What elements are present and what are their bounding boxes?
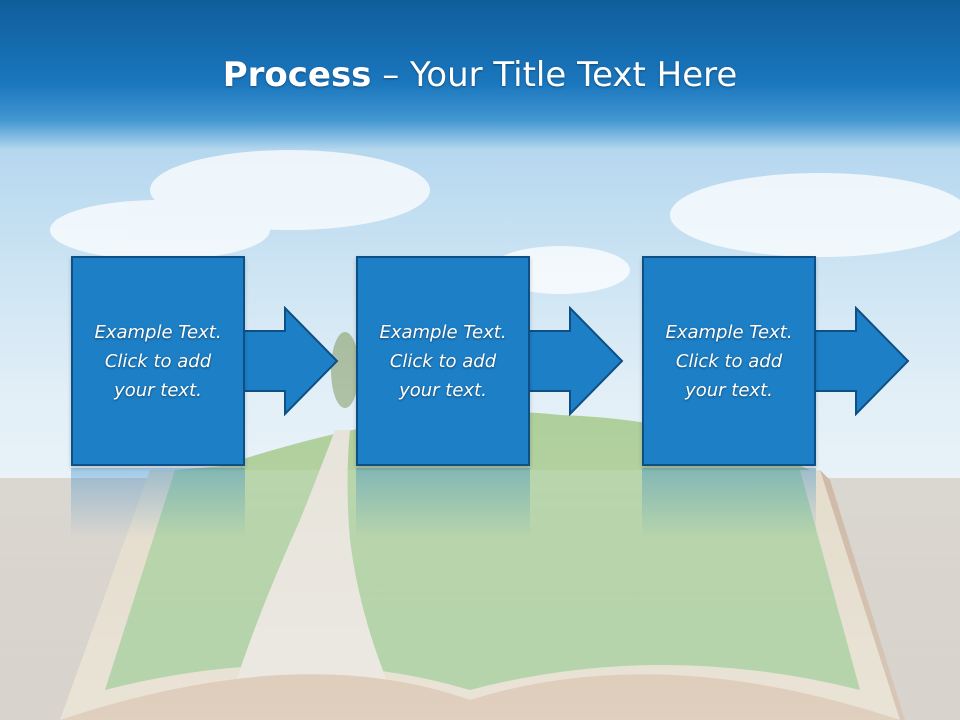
title-rest: – Your Title Text Here bbox=[371, 55, 738, 95]
slide-title[interactable]: Process – Your Title Text Here bbox=[0, 52, 960, 98]
process-step-2[interactable]: Example Text. Click to add your text. bbox=[356, 256, 530, 466]
step-box[interactable]: Example Text. Click to add your text. bbox=[71, 256, 245, 466]
box-reflection bbox=[642, 468, 816, 538]
right-arrow-icon bbox=[528, 306, 624, 416]
process-step-3[interactable]: Example Text. Click to add your text. bbox=[642, 256, 816, 466]
step-line: Click to add bbox=[675, 350, 783, 372]
step-text[interactable]: Example Text. Click to add your text. bbox=[654, 318, 804, 405]
title-bar bbox=[0, 0, 960, 150]
step-line: your text. bbox=[685, 379, 773, 401]
step-text[interactable]: Example Text. Click to add your text. bbox=[83, 318, 233, 405]
step-box[interactable]: Example Text. Click to add your text. bbox=[642, 256, 816, 466]
box-reflection bbox=[71, 468, 245, 538]
step-line: Click to add bbox=[104, 350, 212, 372]
step-line: Example Text. bbox=[379, 321, 507, 343]
step-line: your text. bbox=[114, 379, 202, 401]
step-line: Example Text. bbox=[665, 321, 793, 343]
right-arrow-icon bbox=[243, 306, 339, 416]
right-arrow-icon bbox=[814, 306, 910, 416]
process-step-1[interactable]: Example Text. Click to add your text. bbox=[71, 256, 245, 466]
step-text[interactable]: Example Text. Click to add your text. bbox=[368, 318, 518, 405]
box-reflection bbox=[356, 468, 530, 538]
step-box[interactable]: Example Text. Click to add your text. bbox=[356, 256, 530, 466]
step-line: Example Text. bbox=[94, 321, 222, 343]
title-bold: Process bbox=[222, 55, 372, 95]
step-line: Click to add bbox=[389, 350, 497, 372]
step-line: your text. bbox=[399, 379, 487, 401]
